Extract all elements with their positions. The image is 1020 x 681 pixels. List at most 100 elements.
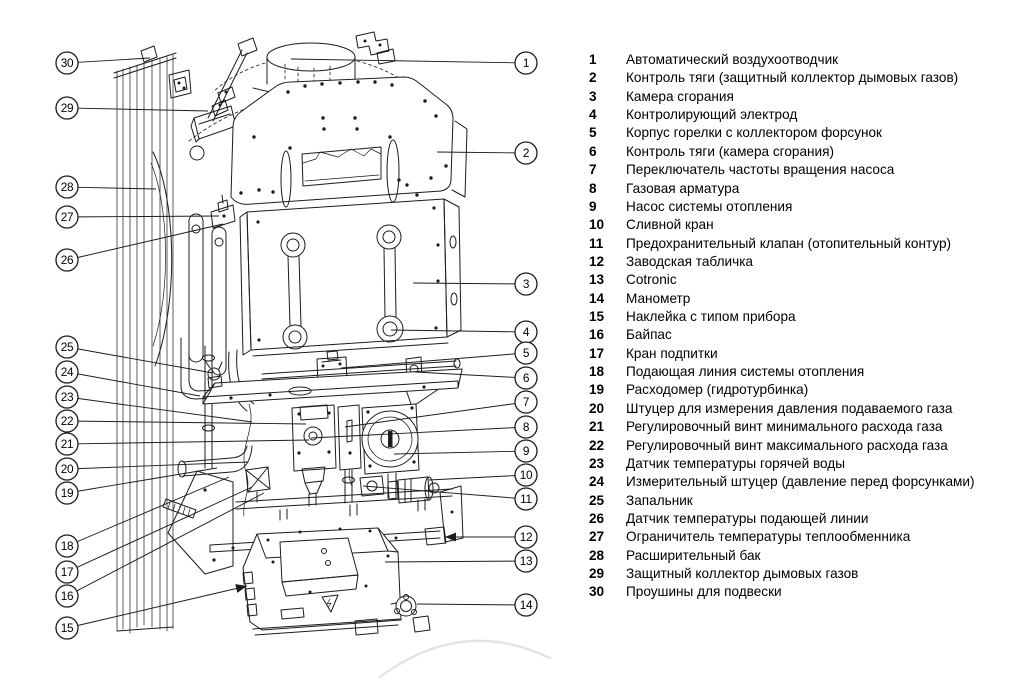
- combustion-chamber: [239, 198, 462, 357]
- callout-leader-line: [78, 439, 310, 445]
- callout-25: 25: [55, 335, 214, 374]
- callout-leader-line: [78, 348, 214, 374]
- legend-item-number: 7: [589, 162, 597, 178]
- callout-13: 13: [384, 549, 538, 573]
- legend-item-label: Cotronic: [626, 272, 677, 288]
- callout-leader-line: [78, 398, 253, 423]
- legend-item-label: Предохранительный клапан (отопительный к…: [626, 235, 952, 251]
- callout-arrowhead: [235, 584, 247, 593]
- gas-valve: [291, 404, 337, 507]
- callout-leader-line: [78, 461, 249, 470]
- legend-item-20: 20 Штуцер для измерения давления подаваем…: [589, 400, 1017, 418]
- callout-circle: [514, 463, 538, 487]
- callout-5: 5: [340, 341, 538, 369]
- expansion-tank: [150, 151, 173, 367]
- callout-27: 27: [55, 205, 220, 229]
- legend-item-number: 12: [589, 253, 605, 269]
- legend-item-label: Корпус горелки с коллектором форсунок: [626, 125, 883, 141]
- callout-23: 23: [55, 385, 253, 423]
- callout-7: 7: [344, 390, 538, 428]
- warning-triangle: [321, 594, 339, 613]
- callout-26: 26: [55, 223, 224, 272]
- legend-item-number: 28: [589, 547, 605, 563]
- watermark-arc: [378, 639, 552, 679]
- legend-item-number: 3: [589, 88, 597, 104]
- callout-number: 15: [61, 621, 74, 635]
- callout-circle: [514, 525, 538, 549]
- callout-circle: [514, 341, 538, 365]
- boiler-line-art: [113, 31, 552, 679]
- callout-circle: [55, 175, 79, 199]
- heating-pump: [361, 403, 420, 475]
- callout-22: 22: [55, 409, 307, 433]
- callout-circle: [55, 616, 79, 640]
- legend-item-number: 20: [589, 400, 605, 416]
- callout-1: 1: [290, 51, 538, 75]
- callout-leader-line: [393, 450, 515, 455]
- callouts: 1234567891011121314151617181920212223242…: [55, 51, 538, 640]
- callout-8: 8: [310, 415, 538, 439]
- legend-item-label: Расходомер (гидротурбинка): [626, 382, 809, 398]
- callout-circle: [514, 439, 538, 463]
- callout-number: 20: [61, 462, 74, 476]
- callout-circle: [55, 248, 79, 272]
- control-box: [242, 527, 431, 636]
- electrode-left: [280, 232, 308, 350]
- legend-item-number: 15: [589, 309, 605, 325]
- callout-leader-line: [344, 403, 515, 428]
- legend-item-number: 8: [589, 180, 597, 196]
- legend-item-label: Штуцер для измерения давления подаваемог…: [626, 400, 953, 416]
- callout-leader-line: [78, 420, 307, 425]
- callout-leader-line: [77, 486, 253, 568]
- legend-item-label: Измерительный штуцер (давление перед фор…: [626, 474, 975, 490]
- callout-circle: [55, 96, 79, 120]
- callout-circle: [55, 432, 79, 456]
- callout-number: 29: [61, 101, 74, 115]
- callout-leader-line: [436, 151, 515, 154]
- flow-line-pipe: [177, 445, 253, 478]
- callout-number: 18: [61, 539, 74, 553]
- temperature-limiter: [210, 194, 236, 229]
- legend-item-number: 26: [589, 510, 605, 526]
- callout-leader-line: [414, 371, 515, 378]
- legend-item-label: Байпас: [626, 327, 672, 343]
- legend-item-number: 16: [589, 327, 605, 343]
- callout-14: 14: [416, 593, 538, 617]
- callout-number: 26: [61, 253, 74, 267]
- callout-circle: [55, 584, 79, 608]
- callout-circle: [55, 335, 79, 359]
- manometer: [390, 594, 417, 617]
- legend-item-number: 1: [589, 52, 597, 67]
- legend-item-number: 21: [589, 419, 605, 435]
- callout-6: 6: [414, 366, 538, 390]
- callout-leader-line: [290, 58, 515, 64]
- callout-circle: [55, 205, 79, 229]
- callout-leader-line: [384, 560, 515, 563]
- callout-21: 21: [55, 432, 310, 456]
- legend-item-label: Манометр: [626, 290, 691, 306]
- callout-number: 10: [520, 468, 533, 482]
- callout-circle: [55, 360, 79, 384]
- legend-item-16: 16 Байпас: [589, 326, 1017, 344]
- legend-item-label: Ограничитель температуры теплообменника: [626, 529, 911, 545]
- callout-number: 25: [61, 340, 74, 354]
- callout-30: 30: [55, 51, 151, 75]
- hood-screws: [239, 80, 448, 197]
- callout-29: 29: [55, 96, 209, 120]
- callout-circle: [514, 593, 538, 617]
- callout-leader-line: [76, 492, 265, 592]
